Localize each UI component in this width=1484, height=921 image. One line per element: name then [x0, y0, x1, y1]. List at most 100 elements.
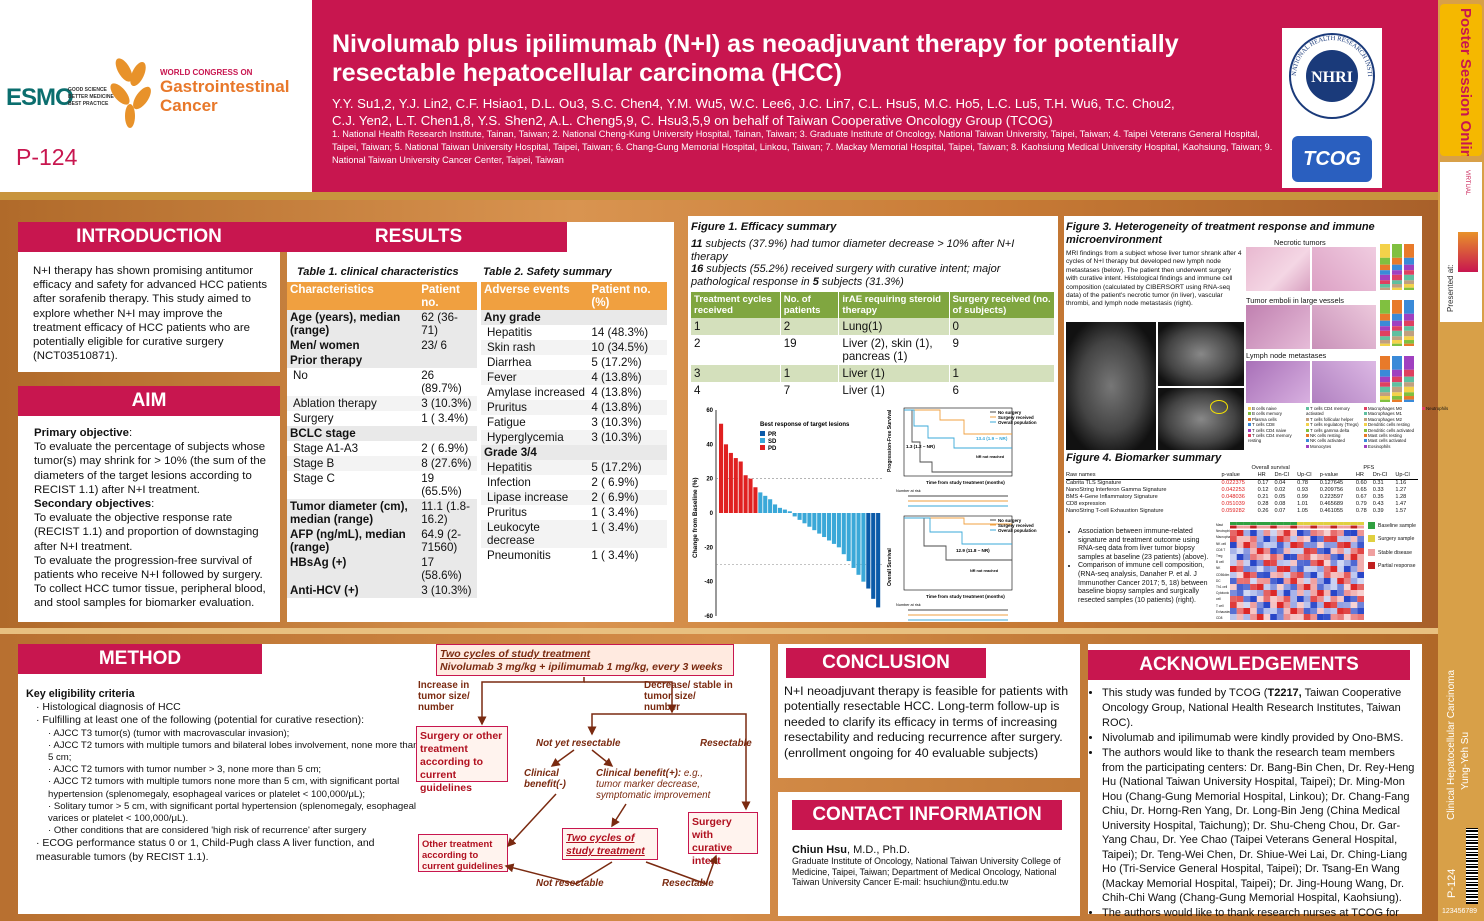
cibersort-bars [1380, 244, 1414, 402]
lesion-marker [1210, 400, 1228, 414]
row-value [418, 353, 477, 368]
row-value: 4 (13.8%) [588, 370, 667, 385]
row-value [588, 445, 667, 460]
group-header: Overall survival [1251, 465, 1290, 471]
table-cell: 0.79 [1355, 501, 1367, 507]
heatmap-cell [1236, 542, 1244, 548]
heatmap-cell [1323, 608, 1331, 614]
heatmap-cell [1337, 554, 1344, 560]
heatmap-cell [1283, 608, 1291, 614]
heatmap-cell [1337, 608, 1344, 614]
row-label: Ablation therapy [287, 396, 419, 411]
column-header: p-value [1221, 472, 1258, 480]
table-cell: 0.127645 [1319, 480, 1344, 486]
heatmap-annotation [1250, 525, 1257, 529]
table-cell: 19 [780, 335, 840, 365]
heatmap-cell [1276, 560, 1284, 566]
heatmap-cell [1230, 614, 1237, 620]
waterfall-bar [748, 478, 753, 513]
table-row: Any grade [481, 310, 667, 325]
heatmap-cell [1256, 596, 1264, 602]
heatmap-cell [1243, 596, 1251, 602]
heatmap-cell [1290, 566, 1297, 572]
legend-label: T cells CD4 memory activated [1306, 406, 1350, 417]
heatmap-cell [1230, 542, 1237, 548]
contact-heading: CONTACT INFORMATION [792, 800, 1062, 830]
table-cell: Cabrita TLS Signature [1066, 480, 1122, 486]
legend-item: T cells CD4 naive [1248, 428, 1304, 433]
legend-item: T cells follicular helper [1306, 417, 1362, 422]
table-cell: 1 [949, 365, 1056, 382]
heatmap-cell [1276, 590, 1284, 596]
risk-table-row [908, 619, 1008, 621]
legend-label: Neutrophils [1426, 406, 1449, 411]
composition-segment [1404, 340, 1414, 344]
heatmap-annotation [1243, 525, 1251, 529]
aim-body: Primary objective: To evaluate the perce… [34, 427, 267, 610]
heatmap-cell [1250, 578, 1257, 584]
heatmap-cell [1243, 566, 1251, 572]
heatmap-cell [1297, 566, 1304, 572]
row-value: 23/ 6 [418, 338, 477, 353]
flow-surgery-other: Surgery or other treatment according to … [416, 726, 508, 794]
legend-label: Overall population [998, 528, 1037, 533]
heatmap-cell [1290, 608, 1297, 614]
contact-panel: CONTACT INFORMATION Chiun Hsu, M.D., Ph.… [778, 792, 1080, 916]
necrotic-label: Necrotic tumors [1274, 238, 1326, 247]
composition-segment [1404, 320, 1414, 327]
row-value: 14 (48.3%) [591, 326, 649, 339]
figure3-text: MRI findings from a subject whose liver … [1066, 250, 1242, 308]
legend-swatch [1306, 439, 1309, 443]
legend-title: Best response of target lesions [760, 422, 850, 428]
composition-segment [1404, 270, 1414, 275]
heatmap-cell [1256, 584, 1264, 590]
heatmap-annotation [1330, 525, 1338, 529]
heatmap-cell [1357, 572, 1364, 578]
composition-segment [1392, 244, 1402, 258]
table-cell: 4 [691, 382, 781, 399]
composition-segment [1404, 326, 1414, 331]
lymph-label: Lymph node metastases [1246, 351, 1327, 360]
legend-label: PR [768, 432, 777, 438]
composition-segment [1404, 396, 1414, 400]
row-value: 1 ( 3.4%) [421, 412, 469, 425]
heatmap-cell [1230, 536, 1237, 542]
flow-not-yet-resectable: Not yet resectable [536, 738, 621, 749]
heatmap-cell [1357, 566, 1364, 572]
heatmap-cell [1350, 596, 1358, 602]
legend-label: NK cells resting [1310, 433, 1341, 439]
composition-segment [1380, 280, 1390, 285]
heatmap-cell [1337, 614, 1344, 620]
heatmap-cell [1276, 584, 1284, 590]
flow-clinical-benefit-neg: Clinical benefit(-) [524, 768, 566, 790]
eligibility-criteria: Key eligibility criteria · Histological … [26, 688, 419, 863]
heatmap-cell [1236, 566, 1244, 572]
heatmap-cell [1283, 548, 1291, 554]
legend-swatch [1364, 444, 1367, 448]
risk-table-row [908, 614, 1008, 616]
legend-item: T cells CD8 [1248, 422, 1304, 427]
heatmap-cell [1303, 608, 1311, 614]
legend-item: Neutrophils [1422, 406, 1478, 411]
legend-label: Mast cells activated [1368, 438, 1407, 444]
contact-body: Chiun Hsu, M.D., Ph.D. Graduate Institut… [792, 844, 1061, 888]
legend-label: Dendritic cells resting [1368, 422, 1410, 428]
legend-item: T cells regulatory (Tregs) [1306, 422, 1362, 427]
heatmap-cell [1317, 542, 1324, 548]
composition-segment [1392, 343, 1402, 346]
risk-table-label: Number at risk [896, 489, 921, 493]
heatmap-cell [1250, 542, 1257, 548]
heatmap-cell [1303, 542, 1311, 548]
waterfall-bar [743, 475, 748, 513]
figure4-notes: Association between immune-related signa… [1070, 528, 1210, 605]
table-cell: 0.08 [1274, 501, 1286, 507]
heatmap-cell [1317, 566, 1324, 572]
y-tick-label: 60 [706, 408, 713, 414]
heatmap-cell [1250, 572, 1257, 578]
composition-segment [1380, 399, 1390, 402]
legend-swatch [1368, 561, 1375, 569]
heatmap-cell [1317, 614, 1324, 620]
heatmap-cell [1330, 542, 1338, 548]
